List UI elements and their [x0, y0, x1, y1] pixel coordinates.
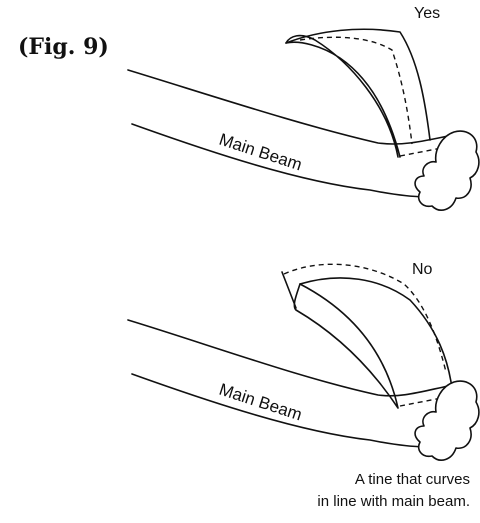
- tine-back-edge: [286, 29, 430, 140]
- burr: [415, 131, 479, 210]
- main-beam-upper-edge-2: [128, 320, 448, 396]
- tine-back-edge-2: [300, 278, 452, 388]
- tine-outline: [286, 36, 400, 157]
- caption-line-1: A tine that curves: [355, 471, 470, 488]
- verdict-no: No: [412, 261, 433, 278]
- tine-outline-2: [294, 284, 398, 408]
- panel-no: No Main Beam A tine that curves in line …: [128, 261, 479, 510]
- main-beam-upper-edge: [128, 70, 448, 144]
- main-beam-label-no: Main Beam: [217, 380, 305, 425]
- burr-2: [415, 381, 479, 460]
- caption-line-2: in line with main beam.: [317, 493, 470, 510]
- verdict-yes: Yes: [414, 5, 440, 22]
- figure-label: (Fig. 9): [18, 34, 109, 60]
- panel-yes: Yes Main Beam: [128, 5, 479, 210]
- main-beam-label-yes: Main Beam: [217, 130, 305, 175]
- tine-tip-bar: [282, 272, 296, 308]
